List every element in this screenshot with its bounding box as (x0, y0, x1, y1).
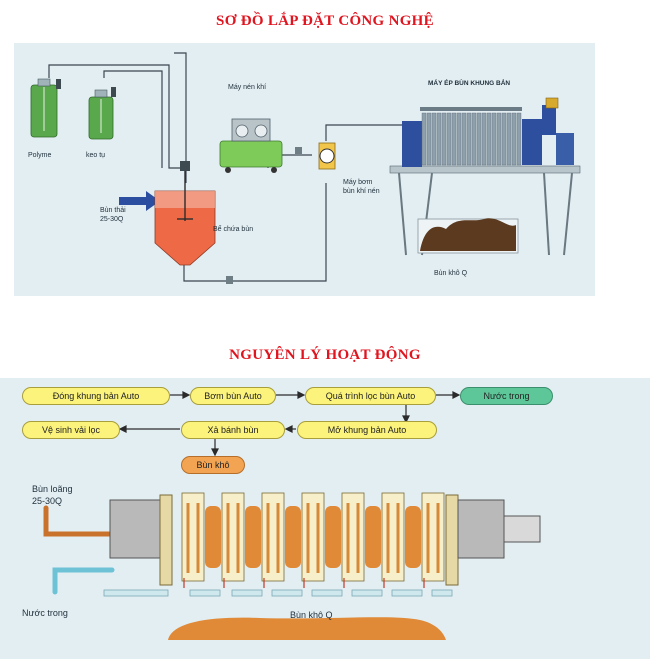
principle-title: NGUYÊN LÝ HOẠT ĐỘNG (229, 347, 421, 363)
sludge-tank-label: Bể chứa bùn (213, 226, 254, 233)
sludge-tank (154, 161, 216, 266)
dry-cake-label: Bùn khô Q (434, 270, 468, 277)
step-discharge-cake: Xả bánh bùn (181, 421, 285, 439)
filtrate-label: Nước trong (22, 608, 68, 618)
sludge-inlet-flow-label: 25-30Q (100, 216, 124, 223)
principle-drawing (43, 391, 541, 640)
step-filtration: Quá trình lọc bùn Auto (305, 387, 436, 405)
filter-press (389, 97, 581, 256)
output-dry-cake: Bùn khô (181, 456, 245, 474)
dry-cake-heap (168, 617, 446, 640)
output-clear-water: Nước trong (460, 387, 553, 405)
step-clean-cloth: Vệ sinh vải lọc (22, 421, 120, 439)
sludge-inlet-arrow (119, 191, 160, 211)
pump-type-label: bùn khí nén (343, 188, 380, 195)
step-open-frames: Mở khung bản Auto (297, 421, 437, 439)
polyme-label: Polyme (28, 152, 52, 159)
step-close-frames: Đóng khung bản Auto (22, 387, 170, 405)
polyme-tank (30, 78, 61, 138)
coagulant-tank (88, 87, 116, 140)
air-compressor-label: Máy nén khí (228, 84, 267, 91)
diaphragm-pump (318, 142, 336, 170)
step-pump-sludge: Bơm bùn Auto (190, 387, 276, 405)
tank-valve (226, 276, 233, 284)
dry-cake-output-label: Bùn khô Q (290, 610, 333, 620)
principle-panel: Đóng khung bản Auto Bơm bùn Auto Quá trì… (0, 378, 650, 659)
air-compressor (219, 118, 302, 173)
filter-plates (181, 492, 445, 588)
install-diagram-title: SƠ ĐỒ LẮP ĐẶT CÔNG NGHỆ (216, 13, 434, 29)
inlet-flow-label: 25-30Q (32, 496, 63, 506)
inlet-sludge-label: Bùn loãng (32, 484, 73, 494)
sludge-inlet-label: Bùn thải (100, 207, 126, 214)
install-diagram-drawing (30, 52, 581, 284)
pump-label: Máy bơm (343, 179, 373, 186)
install-diagram-panel: Polyme keo tụ Máy nén khí MÁY ÉP BÙN KHU… (14, 43, 595, 296)
filter-press-label: MÁY ÉP BÙN KHUNG BẢN (428, 80, 511, 87)
coagulant-label: keo tụ (86, 152, 106, 159)
